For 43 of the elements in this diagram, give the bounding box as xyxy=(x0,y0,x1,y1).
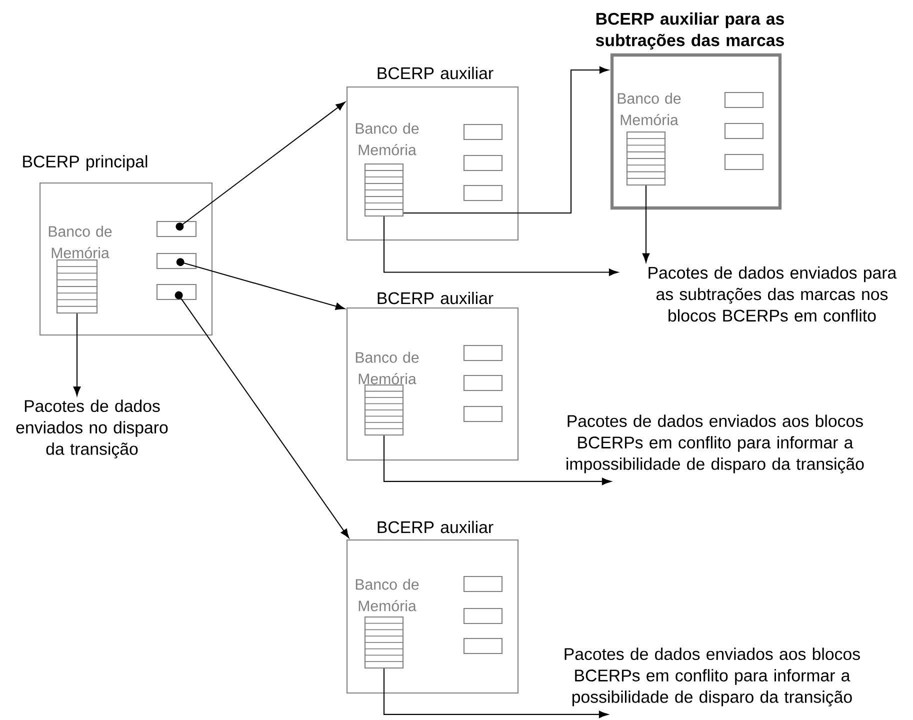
node-label: BCERP auxiliar xyxy=(378,292,494,304)
memory-bank: Banco de Memória xyxy=(356,122,419,217)
arrow xyxy=(404,66,609,214)
memory-bank: Banco de Memória xyxy=(356,352,419,436)
slot-box xyxy=(156,252,197,270)
arrow xyxy=(642,186,650,263)
arrow xyxy=(383,436,612,486)
packet-note: Pacotes de dados enviados no disparo da transição xyxy=(16,400,168,458)
arrow xyxy=(174,291,350,538)
slot-box xyxy=(463,124,503,140)
node-label: Banco de Memória xyxy=(356,352,419,384)
arrow xyxy=(383,216,618,276)
node-label: BCERP auxiliar para as subtrações das marcas xyxy=(596,12,784,50)
packet-note: Pacotes de dados enviados aos blocos BCERPs em conflito para informar a possibilidade de disparo da transição xyxy=(564,648,860,706)
slot-box xyxy=(463,608,503,624)
slot-box xyxy=(463,638,503,654)
arrow xyxy=(73,314,81,396)
memory-bank: Banco de Memória xyxy=(356,578,419,669)
node-label: Banco de Memória xyxy=(356,578,419,612)
slot-box xyxy=(463,374,503,392)
node-label: Banco de Memória xyxy=(48,226,112,258)
slot-box xyxy=(724,154,764,170)
packet-note: Pacotes de dados enviados para as subtrações das marcas nos blocos BCERPs em conflito xyxy=(648,266,897,322)
slot-box xyxy=(156,284,197,300)
node-label: BCERP auxiliar xyxy=(378,66,494,80)
slot-box xyxy=(463,344,503,362)
slot-box xyxy=(463,406,503,422)
node-label: BCERP auxiliar xyxy=(378,520,494,534)
slot-box xyxy=(463,154,503,172)
node-label: Banco de Memória xyxy=(356,122,419,156)
slot-box xyxy=(724,122,764,140)
slot-box xyxy=(463,184,503,202)
slot-box xyxy=(724,92,764,108)
packet-note: Pacotes de dados enviados aos blocos BCERPs em conflito para informar a impossibilidade de disparo da transição xyxy=(566,414,864,474)
arrow xyxy=(383,668,608,718)
slot-box xyxy=(463,576,503,592)
memory-bank: Banco de Memória xyxy=(48,226,112,314)
node-label: BCERP principal xyxy=(23,155,148,171)
memory-bank: Banco de Memória xyxy=(618,92,681,186)
slot-box xyxy=(156,220,197,238)
arrow xyxy=(176,102,346,231)
arrow xyxy=(176,258,345,310)
node-label: Banco de Memória xyxy=(618,92,681,126)
